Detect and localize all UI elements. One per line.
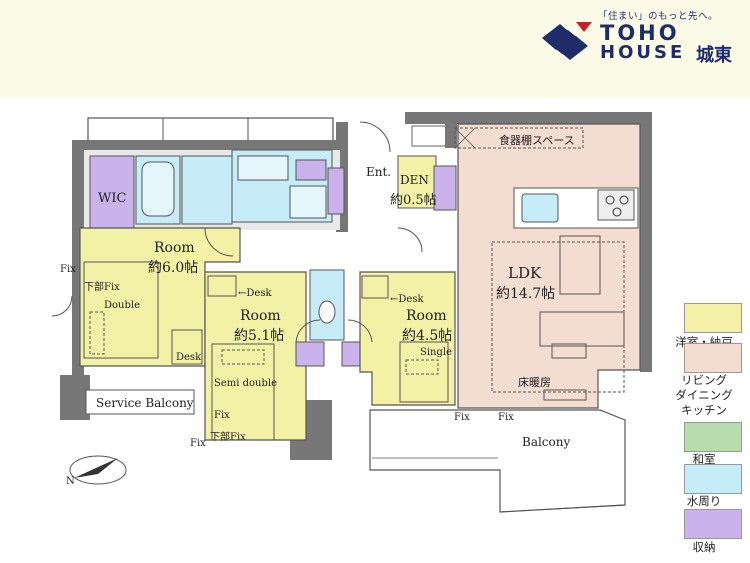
lower-fix-room2: 下部Fix [210,430,246,443]
room-areas [79,123,641,441]
legend-swatch-japanese-room [684,422,742,452]
brand-slogan: 「住まい」のもっと先へ。 [598,11,719,22]
room3-desk-label: ←Desk [390,294,424,305]
legend-label-water: 水周り [686,494,722,508]
fix-room2: Fix [214,410,230,421]
bed-semi-double-label: Semi double [214,378,277,389]
fix-ldk: Fix [498,412,514,423]
compass-arrow-icon: N [66,455,127,487]
ldk-size: 約14.7帖 [496,286,555,302]
room1-desk-label: Desk [176,352,202,363]
legend-swatch-storage [684,509,742,539]
legend-swatch-ldk [684,343,742,373]
den-size: 約0.5帖 [390,193,437,208]
ldk-name: LDK [508,264,542,282]
legend-label-japanese-room: 和室 [692,452,716,466]
header-band [0,0,750,98]
room2-size: 約5.1帖 [234,328,284,344]
brand-name-line1: TOHO [600,21,680,45]
legend-swatch-water [684,464,742,494]
door-swings [51,121,423,343]
service-balcony-label: Service Balcony [96,396,194,410]
entrance-label: Ent. [366,165,391,179]
bed-double-label: Double [104,300,140,311]
den-name: DEN [400,173,429,187]
tohohouse-logo-mark [542,22,592,60]
balconies [85,389,626,513]
brand-name-line3: 城東 [696,45,732,66]
room2-desk-label: ←Desk [238,288,272,299]
fix-west: Fix [60,264,76,275]
room1-size: 約6.0帖 [148,260,198,276]
pantry-label: 食器棚スペース [499,133,575,147]
balcony-label: Balcony [522,435,570,449]
brand-name-line2: HOUSE [600,42,686,63]
room3-size: 約4.5帖 [402,328,452,344]
floor-heating-label: 床暖房 [518,375,551,389]
legend-label-ldk: リビング ダイニング キッチン [675,373,733,417]
room3-name: Room [406,308,447,324]
wic-label: WIC [98,191,126,206]
fix-room2-side: Fix [190,438,206,449]
compass-north-label: N [66,476,75,487]
legend-swatch-western-room [684,303,742,333]
lower-fix-room1: 下部Fix [84,280,120,293]
legend-label-storage: 収納 [692,540,716,554]
bed-single-label: Single [420,347,452,358]
fix-room3: Fix [454,412,470,423]
room1-name: Room [154,240,195,256]
room2-name: Room [240,308,281,324]
